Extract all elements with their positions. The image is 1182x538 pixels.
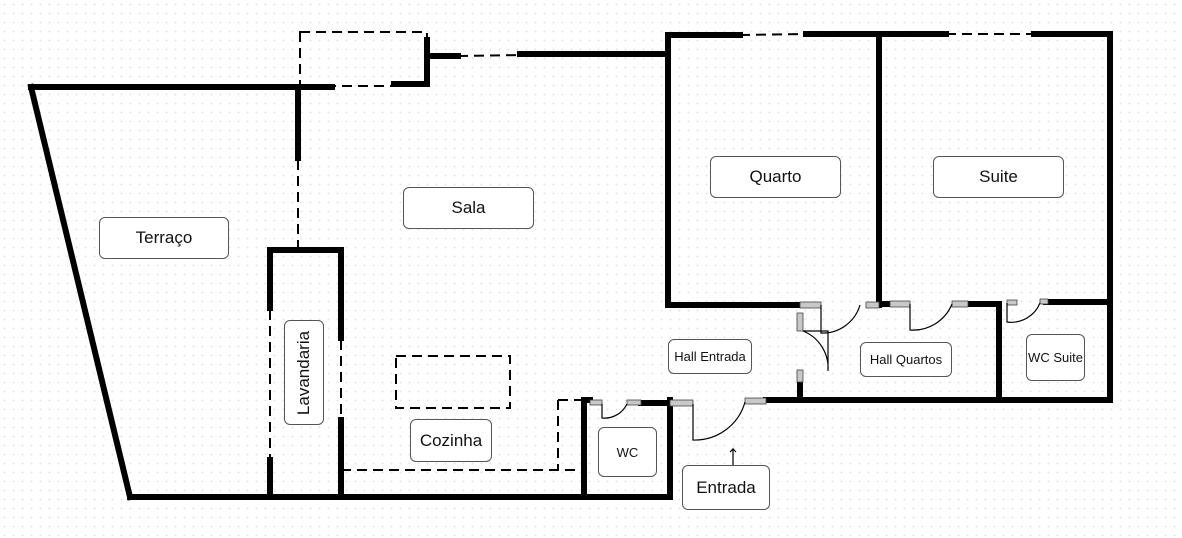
- walls: [27, 31, 1113, 501]
- wall-terrace-left: [27, 83, 134, 501]
- room-label-lavandaria: Lavandaria: [284, 320, 324, 425]
- room-label-hall-entrada: Hall Entrada: [668, 339, 752, 374]
- door-suite: [909, 303, 953, 331]
- room-label-wc-suite: WC Suite: [1026, 334, 1085, 381]
- room-label-lavandaria-text: Lavandaria: [294, 330, 313, 415]
- dash-top-a: [457, 54, 521, 57]
- door-wcsuite: [1006, 302, 1041, 323]
- dash-kitchen-island: [395, 355, 511, 409]
- door-entrada: [692, 401, 746, 441]
- door-quarto: [820, 304, 861, 334]
- room-label-suite: Suite: [933, 156, 1064, 198]
- room-label-cozinha: Cozinha: [410, 419, 492, 462]
- door-hall: [802, 330, 829, 372]
- dash-balcony: [299, 31, 428, 87]
- room-label-entrada: Entrada: [682, 465, 770, 510]
- door-swings: [601, 302, 1041, 465]
- room-label-wc: WC: [598, 427, 657, 477]
- room-label-sala: Sala: [403, 187, 534, 229]
- door-wc: [601, 403, 628, 419]
- door-jambs: [589, 298, 1049, 407]
- dash-top-b: [739, 33, 807, 36]
- room-label-terraco: Terraço: [99, 217, 229, 259]
- room-label-hall-quartos: Hall Quartos: [860, 342, 952, 377]
- entrada-arrow: [729, 447, 737, 465]
- dashed-lines: [269, 31, 1034, 471]
- room-label-quarto: Quarto: [710, 156, 841, 198]
